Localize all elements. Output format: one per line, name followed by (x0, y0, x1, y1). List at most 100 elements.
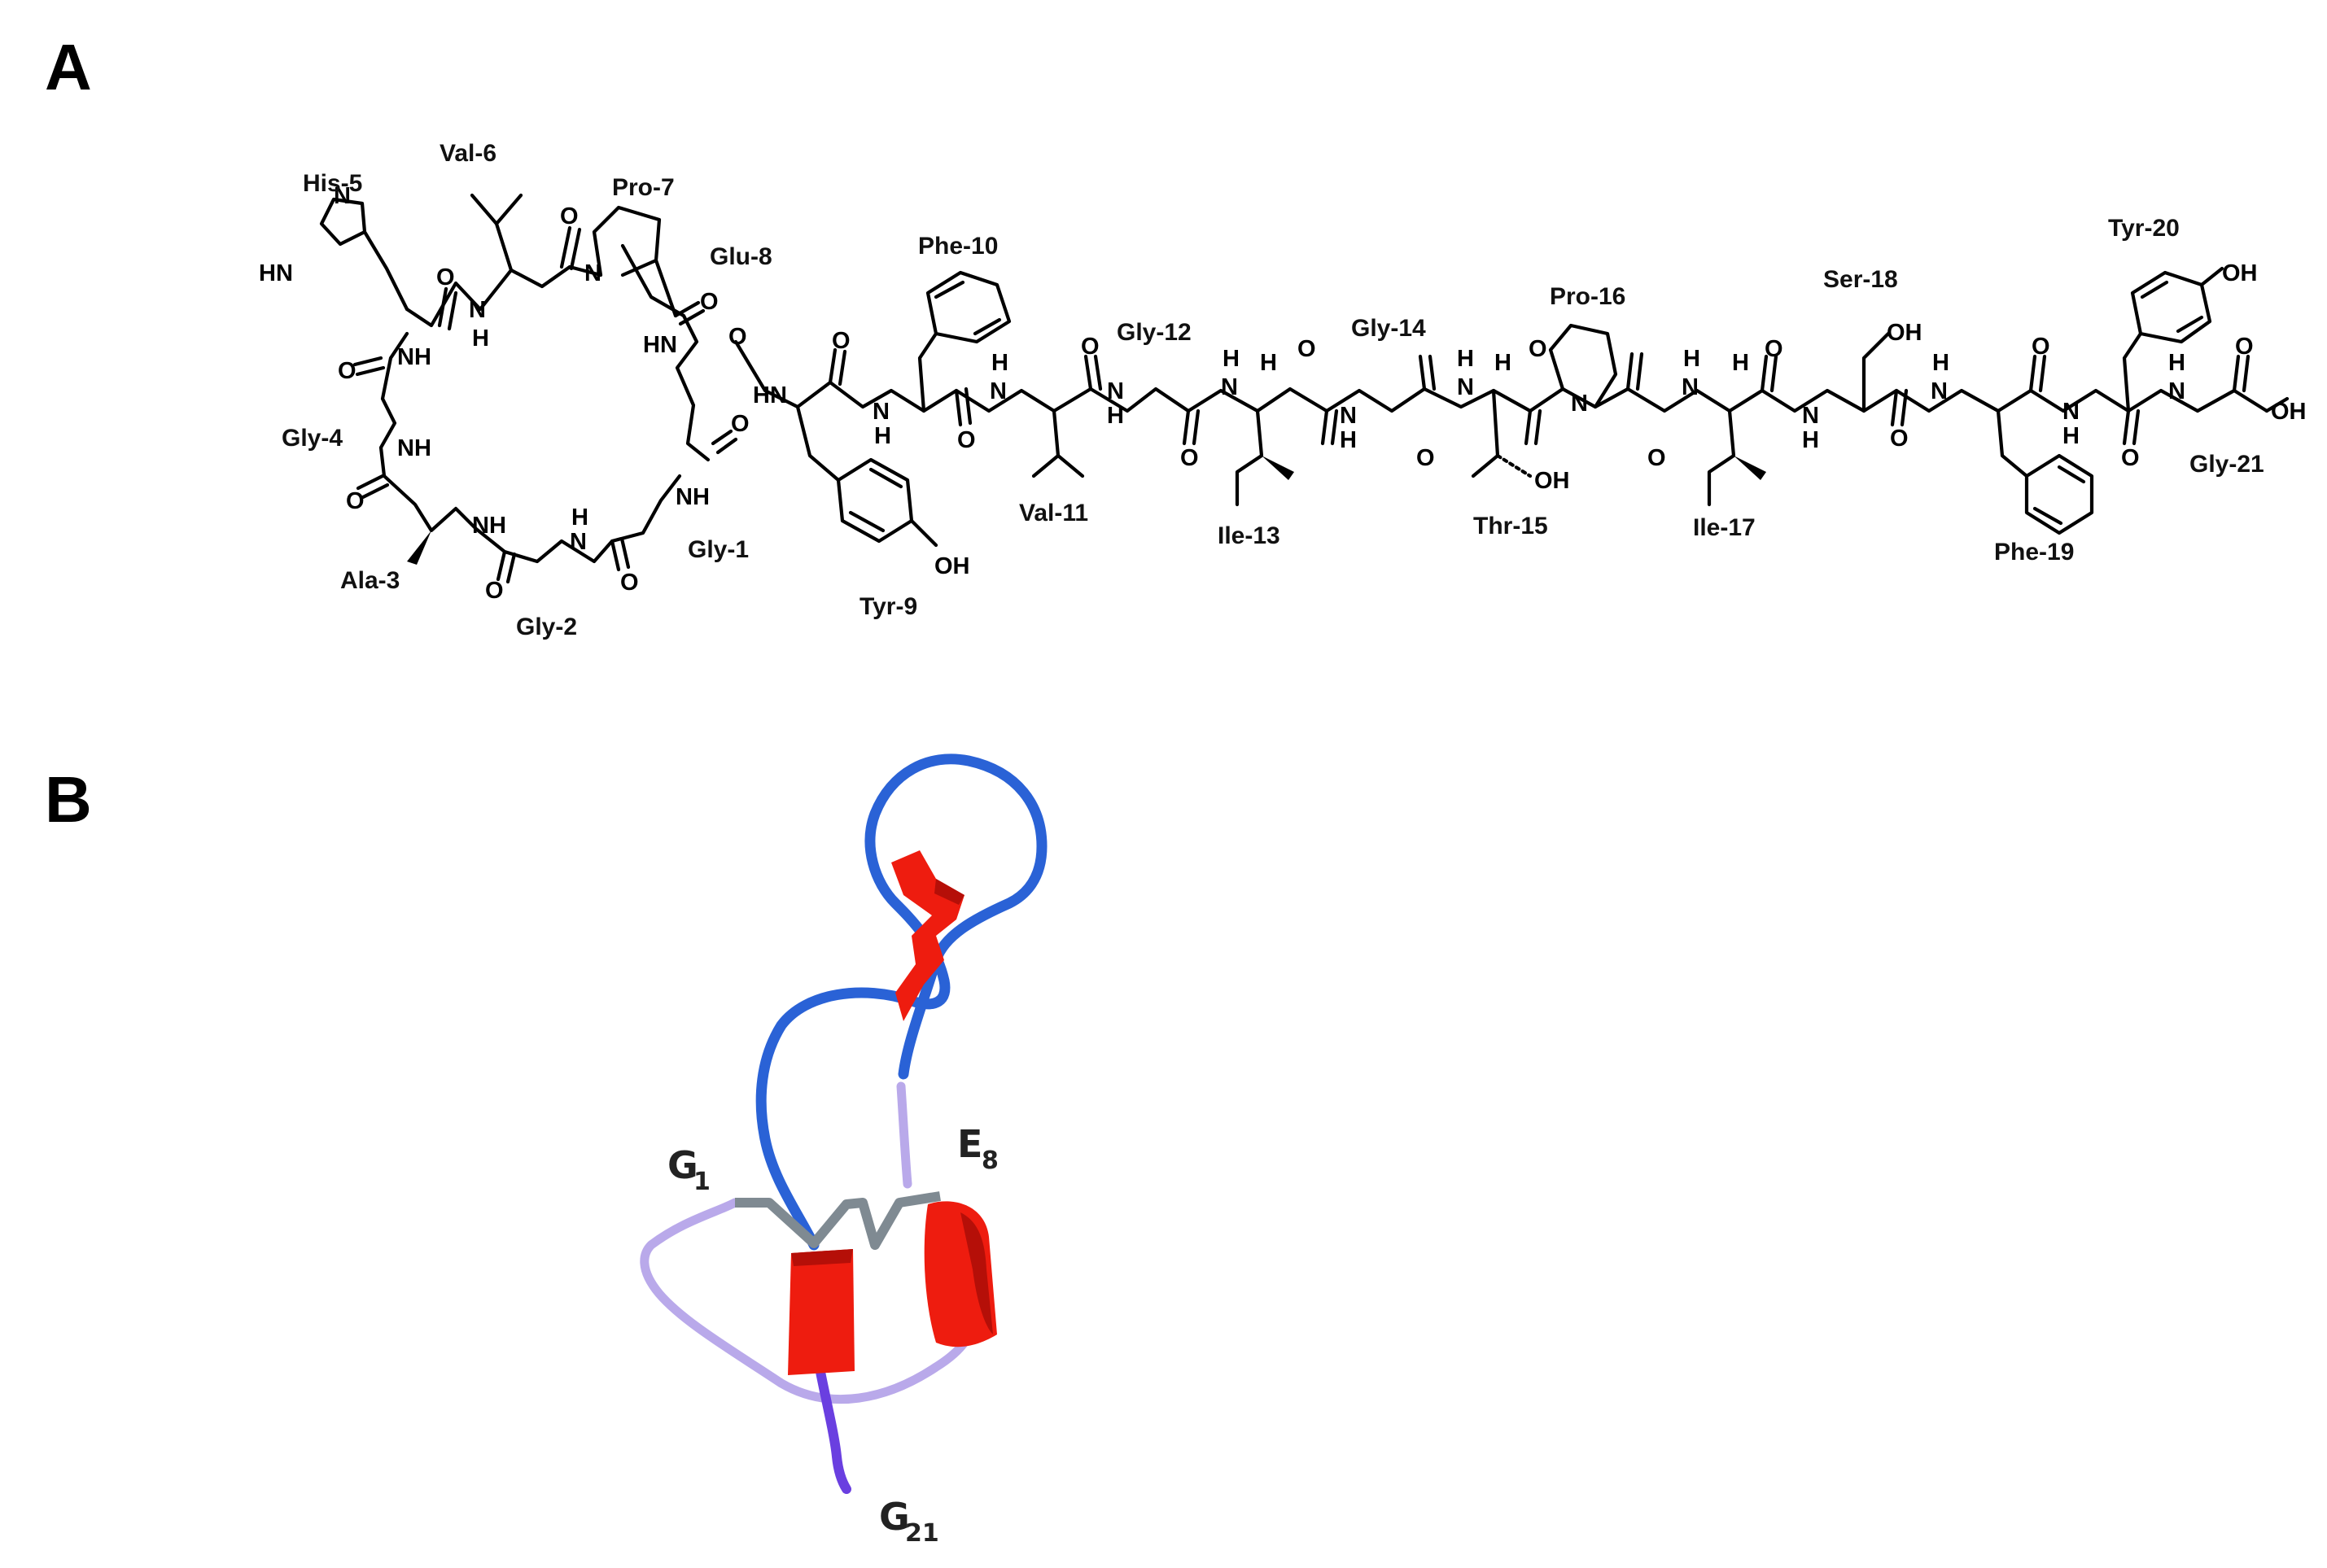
atom-nh: NH (397, 435, 431, 461)
atom-n: N (1221, 374, 1238, 400)
atom-n: N (1457, 374, 1474, 400)
panel-label-b: B (45, 763, 92, 836)
atom-n: N (873, 399, 890, 425)
lavender-loop (640, 1198, 977, 1404)
atom-o: O (346, 488, 365, 514)
label-g21: G 21 (879, 1495, 939, 1548)
carbonyl-bond (1320, 408, 1339, 446)
carbonyl-bond (559, 225, 582, 271)
residue-label-val11: Val-11 (1019, 500, 1088, 526)
residue-label-pro16: Pro-16 (1550, 283, 1625, 310)
atom-labels: N HN O N H O N O HN O NH O NH O NH O H N… (259, 183, 2307, 604)
atom-o: O (560, 203, 579, 229)
carbonyl-bond (711, 429, 738, 455)
atom-o: O (1765, 336, 1783, 362)
carbonyl-bond (1182, 408, 1201, 446)
residue-label-gly14: Gly-14 (1351, 315, 1426, 342)
carbonyl-bond (1418, 354, 1437, 391)
carbonyl-bond (1625, 352, 1644, 391)
atom-n: N (584, 260, 601, 286)
residue-label-phe19: Phe-19 (1994, 539, 2074, 566)
atom-o: O (1529, 336, 1547, 362)
residue-label-phe10: Phe-10 (918, 233, 998, 260)
atom-oh: OH (2222, 260, 2258, 286)
label-e8: E 8 (957, 1122, 999, 1175)
tyr9-side-chain (795, 404, 938, 548)
hashed-bond (1495, 453, 1533, 478)
helix-right-shade (960, 1212, 993, 1334)
residue-labels: His-5 Val-6 Pro-7 Glu-8 Gly-4 Ala-3 Gly-… (282, 140, 2264, 640)
residue-label-ala3: Ala-3 (340, 567, 400, 594)
atom-oh: OH (1534, 468, 1570, 494)
atom-oh: OH (934, 553, 970, 579)
chemical-structure: N HN O N H O N O HN O NH O NH O NH O H N… (259, 140, 2307, 640)
atom-o: O (2121, 445, 2140, 471)
residue-label-gly21: Gly-21 (2189, 451, 2264, 478)
atom-hn: HN (643, 332, 677, 358)
atom-h: H (1223, 346, 1240, 372)
residue-label-gly4: Gly-4 (282, 425, 343, 452)
label-g1-base: G (667, 1143, 698, 1187)
disulfide-bond (735, 1191, 941, 1250)
atom-oh: OH (2271, 399, 2307, 425)
atom-h: H (874, 423, 891, 449)
helix-top-shade (934, 879, 964, 905)
residue-label-glu8: Glu-8 (710, 243, 772, 270)
atom-h: H (571, 504, 588, 531)
atom-h: H (1457, 346, 1474, 372)
phe10-side-chain (917, 270, 1012, 413)
structure-cartoon: G 1 E 8 G 21 (640, 753, 1048, 1548)
carbonyl-bond (2232, 354, 2250, 393)
atom-hn: HN (259, 260, 293, 286)
carbonyl-bond (673, 300, 706, 326)
atom-nh: NH (676, 484, 710, 510)
residue-label-gly1: Gly-1 (688, 536, 749, 563)
atom-o: O (832, 328, 851, 354)
carbonyl-bond (2122, 408, 2141, 446)
residue-label-val6: Val-6 (440, 140, 496, 167)
phe19-side-chain (1996, 408, 2094, 535)
atom-h: H (1932, 350, 1949, 376)
residue-label-tyr20: Tyr-20 (2108, 215, 2180, 242)
atom-h: H (1107, 403, 1124, 429)
atom-n: N (469, 297, 486, 323)
carbonyl-bond (2028, 354, 2047, 393)
lavender-segment (896, 1081, 912, 1189)
carbonyl-bond (496, 549, 517, 584)
atom-o: O (1416, 445, 1435, 471)
atom-oh: OH (1887, 320, 1922, 346)
atom-n: N (1802, 403, 1819, 429)
val11-side-chain (1031, 408, 1085, 478)
residue-label-his5: His-5 (303, 170, 362, 197)
beta-strand-left (788, 1249, 855, 1375)
atom-h: H (1732, 350, 1749, 376)
ser18-side-chain (1861, 331, 1891, 413)
atom-h: H (1340, 427, 1357, 453)
atom-o: O (1180, 445, 1199, 471)
label-g1-sub: 1 (693, 1168, 711, 1196)
residue-label-ser18: Ser-18 (1823, 266, 1898, 293)
carbonyl-bond (437, 286, 458, 331)
atom-n: N (1682, 374, 1699, 400)
atom-n: N (1931, 378, 1948, 404)
atom-o: O (731, 411, 750, 437)
atom-n: N (1571, 391, 1588, 417)
carbonyl-bond (610, 536, 631, 572)
imidazole-ring (319, 197, 409, 312)
atom-o: O (2032, 334, 2050, 360)
carbonyl-bond (1760, 354, 1778, 393)
atom-o: O (700, 289, 719, 315)
ile17-side-chain (1707, 408, 1736, 507)
atom-o: O (957, 427, 976, 453)
label-e8-base: E (957, 1122, 982, 1166)
residue-label-ile13: Ile-13 (1218, 522, 1280, 549)
atom-h: H (1260, 350, 1277, 376)
atom-n: N (2062, 399, 2080, 425)
atom-n: N (2168, 378, 2185, 404)
carbonyl-bond (954, 387, 973, 427)
atom-hn: HN (753, 382, 787, 408)
atom-nh: NH (472, 513, 506, 539)
panel-label-a: A (45, 31, 92, 103)
residue-label-pro7: Pro-7 (612, 174, 675, 201)
